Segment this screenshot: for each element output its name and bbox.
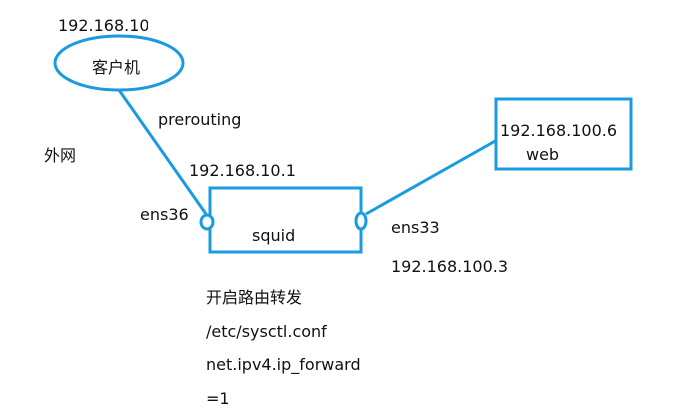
outside-network-label: 外网 xyxy=(44,146,77,165)
ens36-label: ens36 xyxy=(140,205,189,224)
web-name-label: web xyxy=(526,145,560,164)
squid-external-ip-label: 192.168.10.1 xyxy=(189,161,296,180)
squid-name-label: squid xyxy=(252,226,296,245)
web-node-shape xyxy=(494,97,633,171)
client-ip-text: 192.168.10.1 xyxy=(58,16,148,35)
prerouting-label: prerouting xyxy=(158,110,242,129)
ens33-interface-port xyxy=(354,211,368,231)
note-config-file: /etc/sysctl.conf xyxy=(206,322,327,341)
squid-web-link xyxy=(365,138,498,216)
client-ip-label: 192.168.10.1 xyxy=(58,16,148,38)
note-ip-forward-key: net.ipv4.ip_forward xyxy=(206,355,361,374)
note-enable-routing: 开启路由转发 xyxy=(206,288,303,307)
ens33-label: ens33 xyxy=(391,218,440,237)
squid-internal-ip-label: 192.168.100.3 xyxy=(391,257,509,276)
note-ip-forward-value: =1 xyxy=(206,389,230,408)
ens36-interface-port xyxy=(199,213,215,231)
client-squid-link xyxy=(117,89,208,215)
web-ip-label: 192.168.100.6 xyxy=(500,121,618,140)
client-name-label: 客户机 xyxy=(92,58,141,77)
